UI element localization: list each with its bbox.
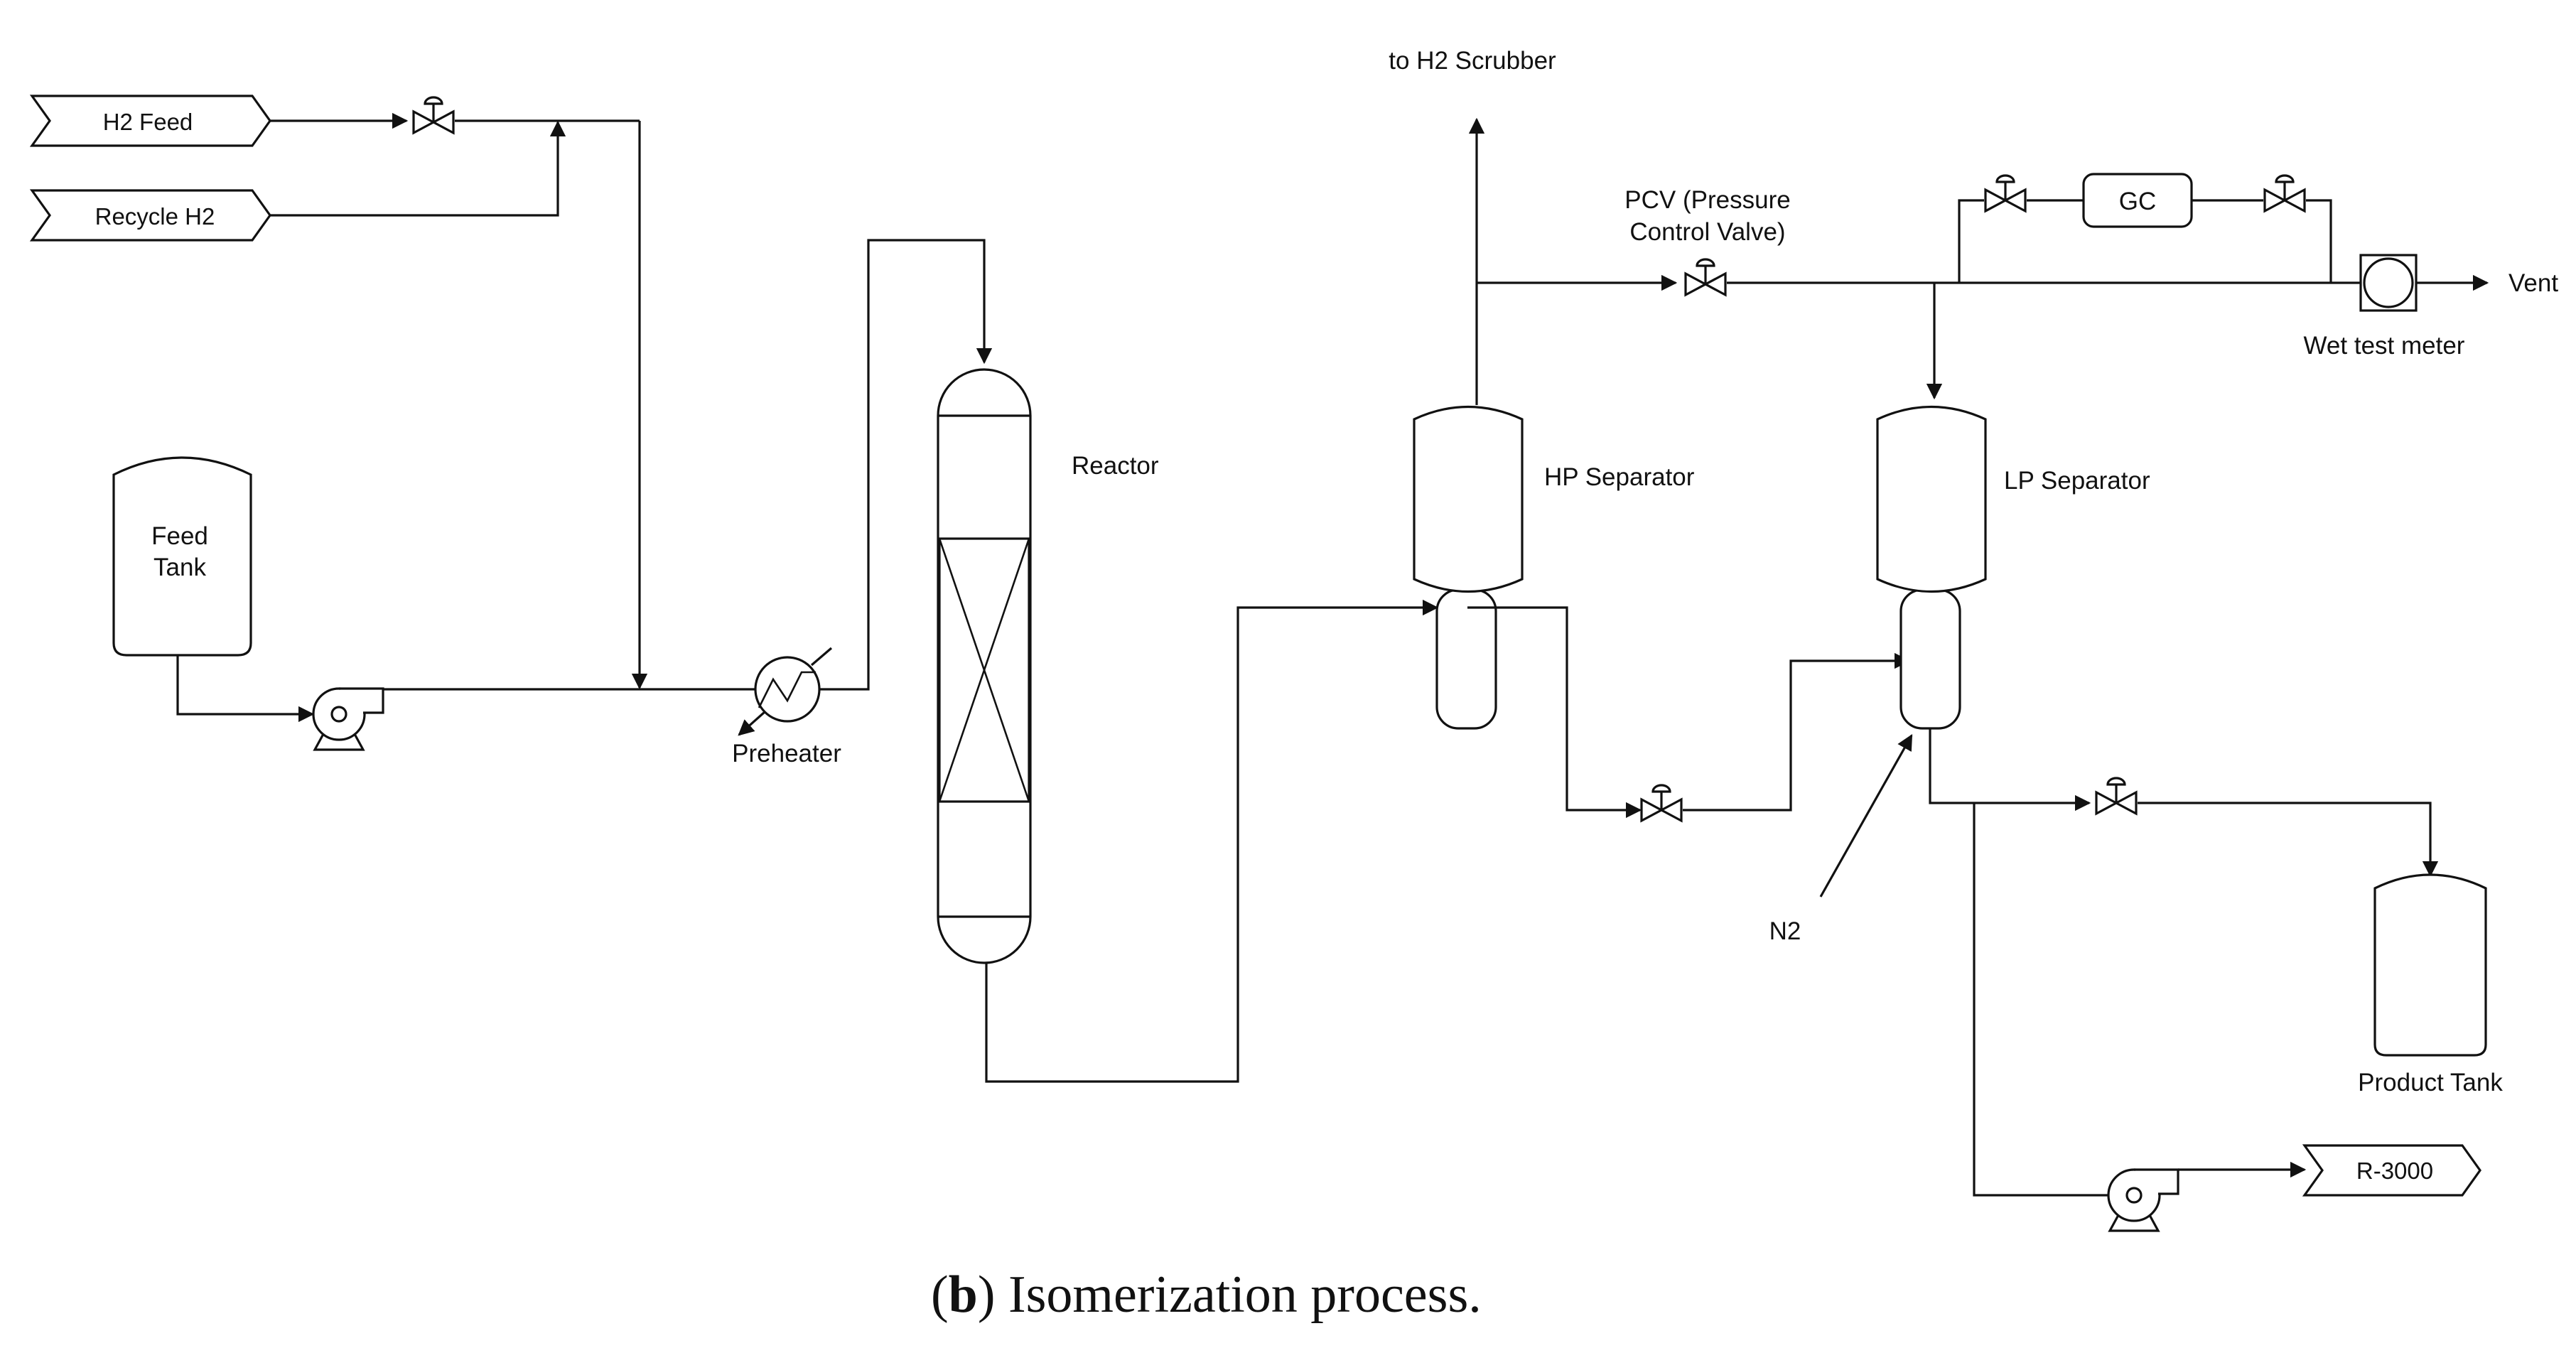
heating-medium-in-line — [810, 647, 833, 667]
feed-tank-label-line1: Feed — [151, 522, 208, 550]
feed-tank-outlet-line — [176, 655, 315, 723]
gc-analyzer: GC — [2082, 173, 2193, 228]
pcv-icon — [1684, 258, 1727, 296]
recycle-h2-stream: Recycle H2 — [29, 189, 271, 242]
h2-feed-label: H2 Feed — [103, 109, 193, 135]
heating-medium-out-arrow — [738, 711, 766, 736]
r3000-stream: R-3000 — [2302, 1144, 2481, 1197]
n2-purge-line — [1819, 734, 1913, 897]
transfer-pump-icon — [2107, 1168, 2179, 1232]
to-h2-scrubber-label: to H2 Scrubber — [1389, 47, 1556, 75]
pcv-label-line1: PCV (Pressure — [1624, 186, 1790, 214]
recycle-h2-label: Recycle H2 — [95, 203, 215, 230]
hp-separator-boot — [1435, 588, 1497, 730]
gc-loop-return-line — [2306, 199, 2332, 283]
gc-loop-inlet-line — [1958, 199, 1984, 283]
feed-pump-icon — [312, 687, 384, 751]
figure-caption: (b) Isomerization process. — [931, 1266, 1482, 1324]
reactor: Reactor — [937, 368, 1159, 964]
gc-inlet-valve-icon — [1984, 174, 2027, 212]
lp-separator-boot — [1899, 588, 1961, 730]
h2-feed-stream: H2 Feed — [29, 95, 271, 147]
recycle-h2-line — [270, 120, 566, 217]
caption-text: ) Isomerization process. — [978, 1266, 1482, 1324]
n2-label: N2 — [1769, 917, 1801, 945]
wet-test-meter-label: Wet test meter — [2304, 332, 2465, 360]
preheater-label: Preheater — [732, 740, 841, 767]
feed-tank-label-line2: Tank — [153, 554, 206, 581]
wet-test-meter: Wet test meter — [2304, 254, 2465, 360]
lp-separator-label: LP Separator — [2004, 467, 2150, 495]
caption-letter: b — [949, 1266, 978, 1324]
product-tank: Product Tank — [2358, 873, 2503, 1096]
recirculation-line — [1973, 803, 2108, 1197]
preheater: Preheater — [732, 647, 841, 767]
vent-label: Vent — [2508, 269, 2558, 297]
pcv-label-line2: Control Valve) — [1629, 218, 1785, 246]
wet-test-meter-icon — [2363, 257, 2414, 308]
gc-outlet-valve-icon — [2263, 174, 2306, 212]
feed-tank: Feed Tank — [112, 456, 252, 657]
r3000-label: R-3000 — [2356, 1158, 2433, 1184]
h2-feed-valve-icon — [412, 96, 455, 134]
letdown-to-lp-separator-line — [1683, 652, 1911, 812]
preheater-coil-icon — [758, 671, 816, 708]
caption-open-paren: ( — [931, 1266, 949, 1324]
letdown-valve-icon — [1640, 784, 1683, 822]
lp-separator: LP Separator — [1876, 406, 2150, 730]
hp-separator-liquid-line — [1467, 606, 1642, 819]
product-valve-icon — [2095, 777, 2138, 815]
preheater-to-reactor-line — [819, 239, 993, 691]
hp-separator: HP Separator — [1413, 406, 1695, 730]
reactor-to-hp-separator-line — [985, 599, 1439, 1083]
reactor-label: Reactor — [1072, 452, 1159, 480]
gc-label: GC — [2119, 188, 2157, 215]
product-line — [2138, 802, 2439, 878]
product-tank-label: Product Tank — [2358, 1069, 2503, 1096]
hp-separator-label: HP Separator — [1544, 463, 1695, 491]
lp-bottoms-line — [1929, 728, 2091, 812]
